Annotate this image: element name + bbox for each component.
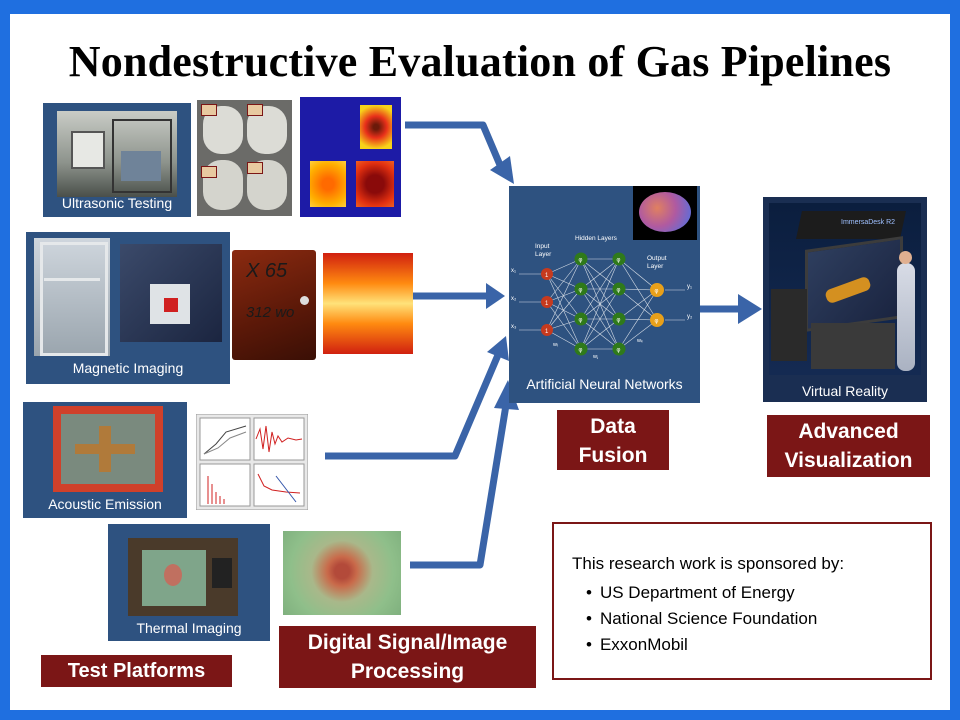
sponsor-item: ExxonMobil: [572, 632, 817, 658]
sponsor-list: US Department of Energy National Science…: [572, 580, 817, 658]
vr-photo: ImmersaDesk R2: [769, 203, 921, 375]
advanced-visualization-line2: Visualization: [784, 449, 913, 472]
arrow-acoustic-head: [487, 336, 509, 361]
hidden1-node-3: [574, 312, 588, 326]
input-node-2: [541, 296, 553, 308]
output-y2: y₂: [687, 314, 693, 320]
dsp-label-line1: Digital Signal/Image: [307, 631, 508, 654]
vr-caption: Virtual Reality: [801, 383, 889, 399]
output-node-2: [650, 313, 664, 327]
brain-image: [633, 186, 697, 240]
input-x1: x₁: [511, 268, 516, 274]
arrow-fusion-vr-head: [738, 294, 762, 324]
sponsor-box: This research work is sponsored by: US D…: [552, 522, 932, 680]
thermal-photo: [128, 538, 238, 616]
input-x3: x₃: [511, 324, 517, 330]
bias-node-3: 1: [545, 329, 549, 335]
sponsor-item: National Science Foundation: [572, 606, 817, 632]
acoustic-caption: Acoustic Emission: [48, 496, 162, 512]
dsp-label: Digital Signal/Image Processing: [279, 626, 536, 688]
sample-marking-2: 312 wo: [246, 304, 295, 321]
arrow-acoustic: [325, 353, 502, 460]
bias-node-2: 1: [545, 301, 549, 307]
sponsor-item: US Department of Energy: [572, 580, 817, 606]
phi-h1-2: φ: [579, 288, 583, 294]
arrow-magnetic-head: [486, 283, 505, 309]
neural-net-panel: Hidden Layers Input Layer Output Layer x…: [509, 186, 700, 403]
acoustic-panel: Acoustic Emission: [23, 402, 187, 518]
sponsor-heading: This research work is sponsored by:: [572, 554, 845, 573]
hidden2-node-4: [612, 342, 626, 356]
slide-title: Nondestructive Evaluation of Gas Pipelin…: [68, 37, 892, 86]
hidden1-node-1: [574, 252, 588, 266]
arrow-ultrasonic: [405, 121, 504, 167]
ultrasonic-samples-photo: [197, 100, 292, 216]
dsp-label-line2: Processing: [350, 660, 465, 683]
weight-wk: wₖ: [636, 338, 644, 344]
phi-h2-4: φ: [617, 348, 621, 354]
acoustic-photo: [53, 406, 163, 492]
output-layer-label-2: Layer: [647, 263, 664, 270]
magnetic-frame-photo: [34, 238, 110, 356]
neural-net-caption: Artificial Neural Networks: [526, 376, 683, 392]
ultrasonic-cscan-image: [300, 97, 401, 217]
neural-net-diagram: Hidden Layers Input Layer Output Layer x…: [511, 235, 693, 360]
ultrasonic-photo: [57, 111, 177, 197]
phi-h1-1: φ: [579, 258, 583, 264]
hidden1-node-4: [574, 342, 588, 356]
thermal-caption: Thermal Imaging: [136, 620, 242, 636]
phi-h2-3: φ: [617, 318, 621, 324]
phi-out-2: φ: [655, 319, 659, 325]
arrow-ultrasonic-head: [490, 156, 514, 184]
phi-h1-3: φ: [579, 318, 583, 324]
advanced-visualization-label: Advanced Visualization: [767, 415, 930, 477]
ultrasonic-panel: Ultrasonic Testing: [43, 103, 191, 217]
ultrasonic-caption: Ultrasonic Testing: [61, 195, 173, 211]
hidden2-node-3: [612, 312, 626, 326]
input-node-1: [541, 268, 553, 280]
thermal-panel: Thermal Imaging: [108, 524, 270, 641]
advanced-visualization-line1: Advanced: [798, 420, 899, 443]
output-y1: y₁: [687, 284, 692, 290]
weight-wi: wᵢ: [552, 342, 558, 348]
input-x2: x₂: [511, 296, 517, 302]
hidden-layers-label: Hidden Layers: [575, 235, 618, 242]
input-layer-label-1: Input: [535, 243, 550, 250]
test-platforms-label: Test Platforms: [41, 655, 232, 687]
input-node-3: [541, 324, 553, 336]
data-fusion-line2: Fusion: [578, 444, 648, 467]
magnetic-sample-photo: X 65 312 wo: [232, 250, 316, 360]
thermal-image: [283, 531, 401, 615]
magnetic-field-image: [323, 253, 413, 354]
hidden2-node-2: [612, 282, 626, 296]
vr-panel: ImmersaDesk R2 Virtual Reality: [763, 197, 927, 402]
vr-screen-label: ImmersaDesk R2: [841, 219, 896, 226]
bias-node-1: 1: [545, 273, 549, 279]
hidden1-node-2: [574, 282, 588, 296]
sample-marking-1: X 65: [246, 260, 288, 282]
magnetic-scanner-photo: [120, 244, 222, 342]
magnetic-panel: Magnetic Imaging: [26, 232, 230, 384]
input-layer-label-2: Layer: [535, 251, 552, 258]
hidden2-node-1: [612, 252, 626, 266]
data-fusion-line1: Data: [590, 415, 636, 438]
phi-h2-1: φ: [617, 258, 621, 264]
output-layer-label-1: Output: [647, 255, 667, 262]
phi-out-1: φ: [655, 289, 659, 295]
arrow-thermal: [410, 404, 510, 569]
phi-h1-4: φ: [579, 348, 583, 354]
data-fusion-label: Data Fusion: [557, 410, 669, 470]
magnetic-caption: Magnetic Imaging: [72, 360, 184, 376]
weight-wj: wⱼ: [592, 354, 598, 360]
acoustic-signal-plots: [196, 414, 308, 510]
phi-h2-2: φ: [617, 288, 621, 294]
output-node-1: [650, 283, 664, 297]
